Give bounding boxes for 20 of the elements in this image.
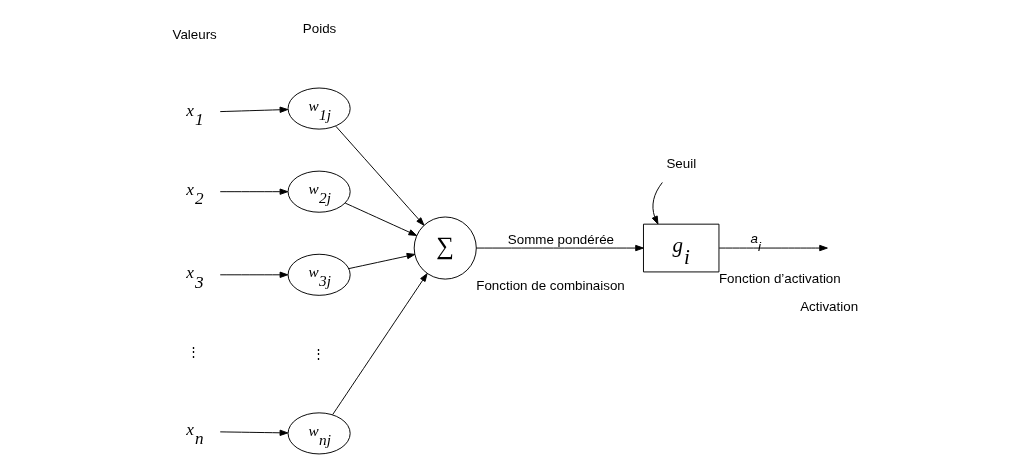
arrow [335, 125, 425, 226]
label: Poids [302, 20, 337, 36]
arrow [718, 244, 828, 252]
arrow [475, 244, 644, 252]
node-label: Fonction de combinaison [476, 277, 625, 293]
arrow [219, 188, 289, 195]
arrow [651, 182, 663, 225]
arrow [348, 252, 416, 270]
arrow [332, 273, 428, 416]
edge-label: Somme pondérée [507, 232, 615, 248]
label: Activation [800, 298, 859, 314]
arrow [219, 429, 289, 436]
label: ⋮ [187, 343, 201, 359]
arrow [219, 271, 289, 278]
node-label: Fonction d’activation [718, 270, 841, 286]
label: ⋮ [311, 345, 325, 361]
arrow [219, 106, 289, 113]
arrow [344, 202, 418, 236]
node-text: Seuil [666, 156, 697, 172]
label: Valeurs [172, 27, 217, 43]
